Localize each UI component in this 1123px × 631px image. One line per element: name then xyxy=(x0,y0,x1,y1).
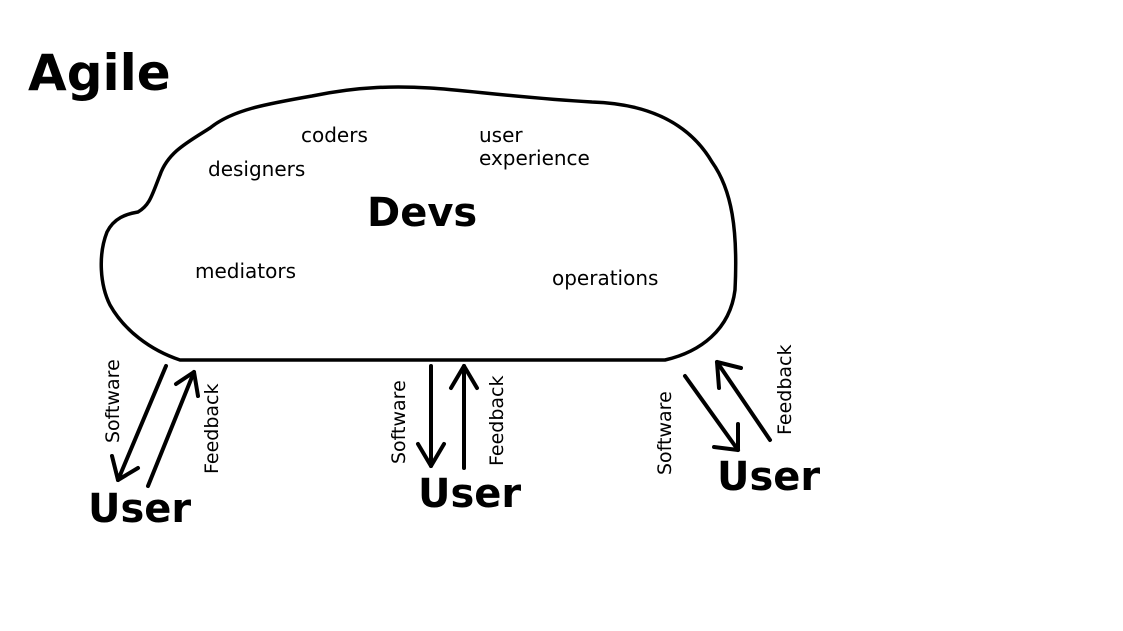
software-arrow-right xyxy=(683,374,740,452)
user-label-right: User xyxy=(717,454,821,500)
software-label-right: Software xyxy=(654,391,676,475)
feedback-label-right: Feedback xyxy=(774,344,796,435)
user-label-middle: User xyxy=(418,471,522,517)
software-label-left: Software xyxy=(102,359,124,443)
feedback-arrow-middle xyxy=(449,364,479,470)
software-label-middle: Software xyxy=(388,380,410,464)
software-arrow-left xyxy=(110,364,168,482)
dev-team-cloud xyxy=(99,85,738,362)
role-user: user xyxy=(479,123,523,147)
feedback-arrow-right xyxy=(715,360,772,442)
role-designers: designers xyxy=(208,157,306,181)
software-arrow-middle xyxy=(416,364,446,468)
role-operations: operations xyxy=(552,266,659,290)
role-experience: experience xyxy=(479,146,590,170)
user-label-left: User xyxy=(88,486,192,532)
diagram-title: Agile xyxy=(28,44,171,102)
feedback-arrow-left xyxy=(146,370,200,488)
role-mediators: mediators xyxy=(195,259,297,283)
devs-label: Devs xyxy=(367,190,478,236)
feedback-label-middle: Feedback xyxy=(486,375,508,466)
feedback-label-left: Feedback xyxy=(201,383,223,474)
role-coders: coders xyxy=(301,123,368,147)
